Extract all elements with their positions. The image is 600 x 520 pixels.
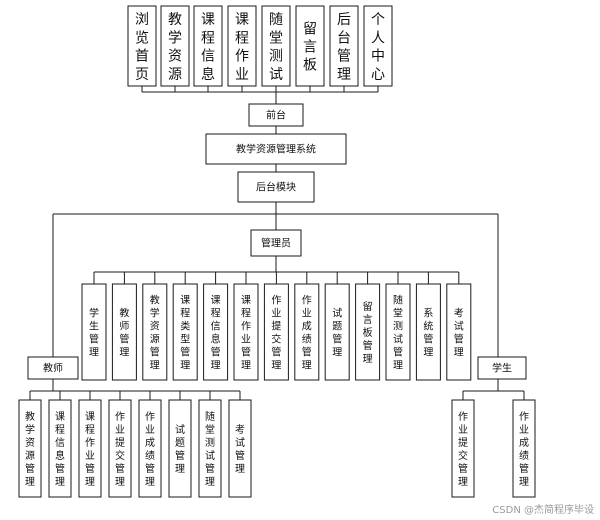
teacher-module-5: 试题管理	[168, 399, 192, 498]
frontend-menu-item-6-label: 后台管理	[337, 12, 351, 83]
teacher-module-1-label: 课程信息管理	[55, 411, 65, 488]
teacher-module-2-label: 课程作业管理	[85, 411, 95, 488]
frontend-menu-item-6: 后台管理	[329, 5, 359, 87]
admin-node: 管理员	[250, 229, 302, 257]
admin-module-9-label: 留言板管理	[363, 300, 373, 365]
admin-module-1-label: 教师管理	[119, 306, 129, 358]
frontend-node-label: 前台	[266, 109, 286, 122]
admin-module-4-label: 课程信息管理	[211, 294, 221, 371]
teacher-module-6: 随堂测试管理	[198, 399, 222, 498]
backend-node-label: 后台模块	[256, 181, 296, 194]
teacher-module-3: 作业提交管理	[108, 399, 132, 498]
admin-module-7: 作业成绩管理	[294, 283, 320, 381]
frontend-menu-item-1-label: 教学资源	[168, 12, 182, 83]
frontend-menu-item-3-label: 课程作业	[235, 12, 249, 83]
frontend-menu-item-4-label: 随堂测试	[269, 12, 283, 83]
student-module-1: 作业成绩管理	[512, 399, 536, 498]
frontend-menu-item-7-label: 个人中心	[371, 12, 385, 83]
frontend-menu-item-0: 浏览首页	[127, 5, 157, 87]
teacher-module-0-label: 教学资源管理	[25, 410, 35, 488]
teacher-module-2: 课程作业管理	[78, 399, 102, 498]
frontend-menu-item-5: 留言板	[295, 5, 325, 87]
teacher-module-0: 教学资源管理	[18, 399, 42, 498]
admin-module-12-label: 考试管理	[454, 307, 464, 358]
frontend-menu-item-7: 个人中心	[363, 5, 393, 87]
teacher-node: 教师	[27, 356, 79, 380]
student-module-0: 作业提交管理	[451, 399, 475, 498]
admin-module-8: 试题管理	[324, 283, 350, 381]
admin-module-10-label: 随堂测试管理	[393, 293, 403, 371]
teacher-module-3-label: 作业提交管理	[115, 411, 125, 488]
admin-module-4: 课程信息管理	[203, 283, 229, 381]
backend-node: 后台模块	[237, 171, 315, 203]
student-node-label: 学生	[492, 362, 512, 375]
admin-module-6: 作业提交管理	[263, 283, 289, 381]
frontend-menu-item-5-label: 留言板	[303, 21, 317, 73]
watermark: CSDN @杰简程序毕设	[492, 505, 594, 516]
admin-module-12: 考试管理	[446, 283, 472, 381]
admin-module-2: 教学资源管理	[142, 283, 168, 381]
frontend-menu-item-4: 随堂测试	[261, 5, 291, 87]
student-module-0-label: 作业提交管理	[458, 411, 468, 488]
admin-node-label: 管理员	[261, 237, 291, 250]
teacher-module-4-label: 作业成绩管理	[145, 411, 155, 488]
admin-module-10: 随堂测试管理	[385, 283, 411, 381]
admin-module-8-label: 试题管理	[332, 306, 342, 358]
student-module-1-label: 作业成绩管理	[519, 411, 529, 488]
admin-module-11: 系统管理	[415, 283, 441, 381]
frontend-menu-item-0-label: 浏览首页	[135, 12, 149, 83]
frontend-node: 前台	[248, 103, 304, 127]
frontend-menu-item-2: 课程信息	[193, 5, 223, 87]
admin-module-5: 课程作业管理	[233, 283, 259, 381]
frontend-menu-item-1: 教学资源	[160, 5, 190, 87]
frontend-menu-item-3: 课程作业	[227, 5, 257, 87]
teacher-module-5-label: 试题管理	[175, 423, 185, 475]
admin-module-7-label: 作业成绩管理	[302, 294, 312, 371]
admin-module-3-label: 课程类型管理	[180, 294, 190, 371]
student-node: 学生	[477, 356, 527, 380]
system-node: 教学资源管理系统	[205, 133, 347, 165]
teacher-module-7: 考试管理	[228, 399, 252, 498]
system-node-label: 教学资源管理系统	[236, 143, 316, 156]
admin-module-6-label: 作业提交管理	[271, 294, 281, 371]
admin-module-3: 课程类型管理	[172, 283, 198, 381]
admin-module-11-label: 系统管理	[423, 307, 433, 358]
frontend-menu-item-2-label: 课程信息	[201, 12, 215, 83]
admin-module-9: 留言板管理	[355, 283, 381, 381]
admin-module-0: 学生管理	[81, 283, 107, 381]
teacher-node-label: 教师	[43, 362, 63, 375]
admin-module-0-label: 学生管理	[89, 306, 99, 358]
teacher-module-4: 作业成绩管理	[138, 399, 162, 498]
teacher-module-7-label: 考试管理	[235, 424, 245, 475]
teacher-module-6-label: 随堂测试管理	[205, 410, 215, 488]
admin-module-5-label: 课程作业管理	[241, 294, 251, 371]
admin-module-2-label: 教学资源管理	[150, 293, 160, 371]
teacher-module-1: 课程信息管理	[48, 399, 72, 498]
admin-module-1: 教师管理	[111, 283, 137, 381]
